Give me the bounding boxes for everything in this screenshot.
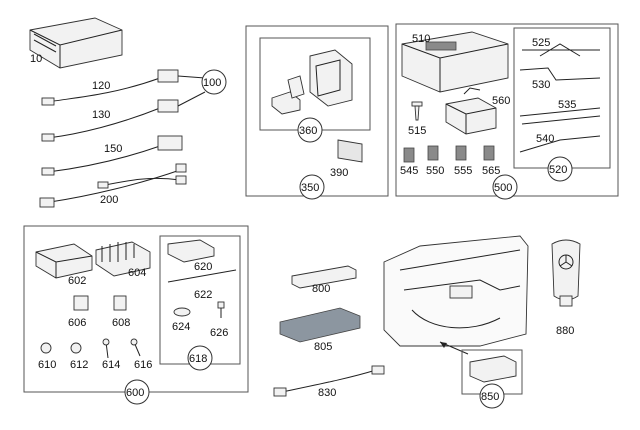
callout-350-circle — [299, 174, 325, 200]
callout-120: 120 — [92, 80, 110, 92]
callout-520: 520 — [549, 164, 567, 176]
callout-616: 616 — [134, 359, 152, 371]
callout-604: 604 — [128, 267, 146, 279]
callout-550: 550 — [426, 165, 444, 177]
callout-200: 200 — [100, 194, 118, 206]
callout-10: 10 — [30, 53, 42, 65]
pad-390 — [337, 139, 363, 163]
callout-850-circle — [479, 383, 505, 409]
callout-805: 805 — [314, 341, 332, 353]
clip-565 — [483, 145, 495, 161]
callout-350: 350 — [301, 182, 319, 194]
screw-515 — [411, 101, 423, 121]
clip-550 — [427, 145, 439, 161]
door-trim-panel — [383, 235, 529, 347]
callout-540: 540 — [536, 133, 554, 145]
clip-555 — [455, 145, 467, 161]
nut-612 — [70, 342, 82, 354]
callout-390: 390 — [330, 167, 348, 179]
storage-850 — [469, 355, 517, 383]
module-602 — [35, 243, 93, 279]
callout-130: 130 — [92, 109, 110, 121]
cable-622 — [167, 269, 237, 283]
callout-150: 150 — [104, 143, 122, 155]
callout-830: 830 — [318, 387, 336, 399]
callout-626: 626 — [210, 327, 228, 339]
callout-510: 510 — [412, 33, 430, 45]
callout-555: 555 — [454, 165, 472, 177]
screw-614 — [102, 338, 110, 359]
nut-610 — [40, 342, 52, 354]
callout-360-circle — [297, 117, 323, 143]
callout-535: 535 — [558, 99, 576, 111]
clip-545 — [403, 147, 415, 163]
group-520-frame — [513, 27, 611, 169]
callout-606: 606 — [68, 317, 86, 329]
callout-520-circle — [547, 156, 573, 182]
callout-800: 800 — [312, 283, 330, 295]
dvd-player-unit — [29, 17, 123, 69]
callout-560: 560 — [492, 95, 510, 107]
callout-360: 360 — [299, 125, 317, 137]
callout-500-circle — [492, 174, 518, 200]
callout-600: 600 — [126, 387, 144, 399]
callout-100: 100 — [203, 77, 221, 89]
head-unit-510 — [401, 31, 509, 93]
callout-100-circle — [201, 69, 227, 95]
callout-602: 602 — [68, 275, 86, 287]
screw-616 — [130, 338, 141, 357]
usb-stick-800 — [291, 265, 357, 289]
cable-200 — [39, 163, 187, 208]
smart-key-880 — [551, 239, 581, 307]
cable-830 — [273, 365, 385, 397]
part-606 — [73, 295, 89, 311]
module-604 — [95, 241, 151, 277]
callout-624: 624 — [172, 321, 190, 333]
cable-150 — [41, 135, 183, 176]
cable-120 — [41, 69, 206, 106]
callout-530: 530 — [532, 79, 550, 91]
callout-622: 622 — [194, 289, 212, 301]
module-560 — [445, 87, 497, 135]
cable-130 — [41, 91, 206, 142]
clip-624 — [173, 307, 191, 317]
screw-626 — [217, 301, 225, 318]
callout-620: 620 — [194, 261, 212, 273]
group-350-frame — [245, 25, 389, 197]
callout-618: 618 — [189, 353, 207, 365]
callout-565: 565 — [482, 165, 500, 177]
callout-612: 612 — [70, 359, 88, 371]
bracket-360 — [271, 49, 353, 115]
callout-614: 614 — [102, 359, 120, 371]
callout-610: 610 — [38, 359, 56, 371]
module-620 — [167, 239, 215, 263]
part-608 — [113, 295, 127, 311]
callout-545: 545 — [400, 165, 418, 177]
callout-500: 500 — [494, 182, 512, 194]
device-805 — [279, 307, 361, 343]
callout-525: 525 — [532, 37, 550, 49]
wiring-harness-520 — [519, 43, 601, 153]
callout-608: 608 — [112, 317, 130, 329]
callout-850: 850 — [481, 391, 499, 403]
callout-600-circle — [124, 379, 150, 405]
callout-618-circle — [187, 345, 213, 371]
callout-515: 515 — [408, 125, 426, 137]
callout-880: 880 — [556, 325, 574, 337]
